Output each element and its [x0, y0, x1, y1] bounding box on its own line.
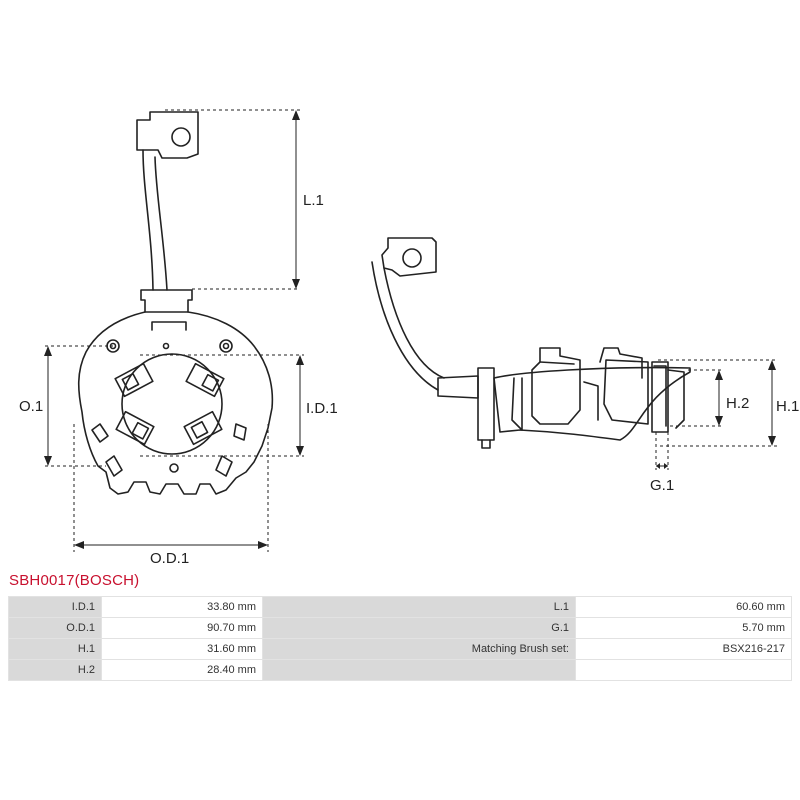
spec-label: G.1	[262, 617, 576, 639]
side-view	[371, 237, 691, 449]
spec-value: 28.40 mm	[101, 659, 263, 681]
spec-label: L.1	[262, 596, 576, 618]
spec-value: 90.70 mm	[101, 617, 263, 639]
dim-label-id1: I.D.1	[306, 400, 338, 417]
spec-value: 33.80 mm	[101, 596, 263, 618]
spec-value: BSX216-217	[575, 638, 792, 660]
spec-value	[575, 659, 792, 681]
spec-value: 60.60 mm	[575, 596, 792, 618]
dim-label-h2: H.2	[726, 395, 749, 412]
front-view	[77, 111, 274, 495]
spec-label: Matching Brush set:	[262, 638, 576, 660]
dim-label-l1: L.1	[303, 192, 324, 209]
brush-holder-drawing: L.1 O.1 I.D.1 O.D.1 H.2 H.1 G.1	[19, 109, 799, 567]
spec-label: O.D.1	[8, 617, 102, 639]
part-title: SBH0017(BOSCH)	[9, 572, 140, 589]
table-row: H.2 28.40 mm	[8, 659, 792, 681]
dim-label-g1: G.1	[650, 477, 674, 494]
spec-label: H.1	[8, 638, 102, 660]
spec-label: H.2	[8, 659, 102, 681]
table-row: I.D.1 33.80 mm L.1 60.60 mm	[8, 596, 792, 618]
dim-label-od1: O.D.1	[150, 550, 189, 567]
spec-value: 5.70 mm	[575, 617, 792, 639]
dim-label-h1: H.1	[776, 398, 799, 415]
spec-label: I.D.1	[8, 596, 102, 618]
dim-label-o1: O.1	[19, 398, 43, 415]
spec-value: 31.60 mm	[101, 638, 263, 660]
table-row: H.1 31.60 mm Matching Brush set: BSX216-…	[8, 638, 792, 660]
spec-table: I.D.1 33.80 mm L.1 60.60 mm O.D.1 90.70 …	[8, 596, 792, 681]
spec-label	[262, 659, 576, 681]
table-row: O.D.1 90.70 mm G.1 5.70 mm	[8, 617, 792, 639]
